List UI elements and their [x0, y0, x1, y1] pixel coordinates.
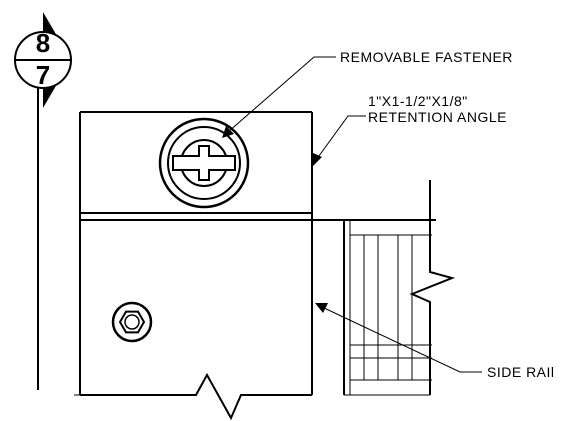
angle-size-label: 1"X1-1/2"X1/8"	[368, 93, 468, 109]
callout-leaders	[222, 56, 482, 373]
bottom-break-line	[80, 372, 312, 421]
rail-leader-line	[321, 306, 482, 373]
section-number-top: 8	[36, 28, 50, 58]
hex-bolt-icon	[111, 301, 153, 343]
fastener-arrowhead-icon	[222, 126, 234, 138]
angle-name-label: RETENTION ANGLE	[368, 109, 507, 125]
panel	[74, 111, 436, 396]
rail-break-line	[409, 180, 456, 395]
angle-leader-line	[315, 115, 366, 161]
fastener-leader-line	[227, 56, 336, 133]
removable-fastener-icon	[158, 117, 250, 209]
side-rail	[343, 180, 456, 396]
side-rail-label: SIDE RAIl	[487, 364, 555, 380]
section-number-bottom: 7	[36, 60, 50, 90]
section-marker: 8 7	[14, 12, 72, 390]
fastener-label: REMOVABLE FASTENER	[340, 49, 513, 65]
angle-arrowhead-icon	[313, 153, 322, 166]
rail-arrowhead-icon	[315, 303, 328, 313]
